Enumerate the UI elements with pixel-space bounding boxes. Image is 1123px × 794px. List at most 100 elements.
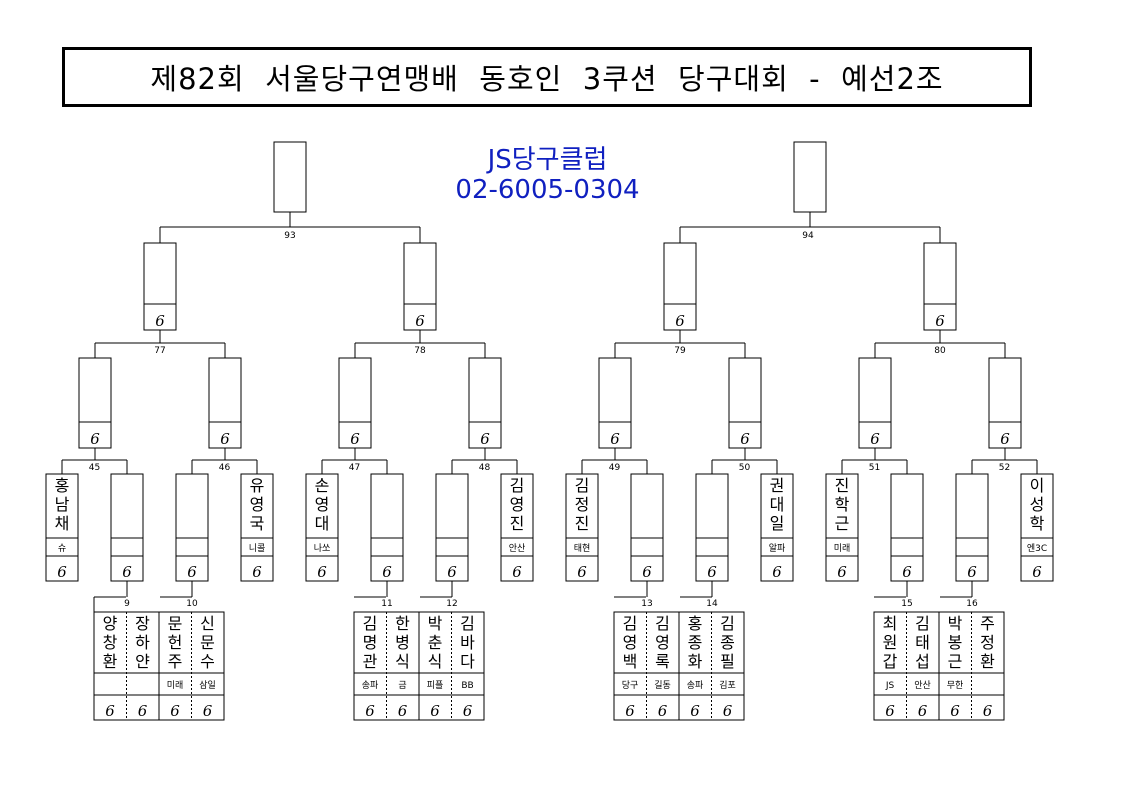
player-name-char: 대	[315, 514, 330, 533]
score-mark: 6	[658, 702, 668, 720]
score-mark: 6	[203, 702, 213, 720]
score-mark: 6	[707, 563, 717, 581]
match-number: 51	[869, 463, 880, 473]
player-name-char: 주	[168, 652, 183, 671]
player-name-char: 영	[510, 495, 525, 514]
player-name-char: 영	[315, 495, 330, 514]
score-mark: 6	[690, 702, 700, 720]
player-name-char: 정	[575, 495, 590, 514]
player-name-char: 화	[688, 652, 703, 671]
player-name-char: 대	[770, 495, 785, 514]
player-name-char: 김	[575, 476, 590, 495]
player-name-char: 김	[363, 614, 378, 633]
player-name-char: 박	[428, 614, 443, 633]
player-name-char: 창	[103, 633, 118, 652]
player-box	[825, 473, 859, 582]
score-mark: 6	[935, 312, 945, 330]
match-number: 47	[349, 463, 360, 473]
player-name-char: 이	[1030, 476, 1045, 495]
score-mark: 6	[837, 563, 847, 581]
player-name-char: 명	[363, 633, 378, 652]
player-box	[890, 473, 924, 582]
player-name-char: 문	[200, 633, 215, 652]
quarter-box	[858, 357, 892, 449]
match-number: 16	[966, 599, 978, 609]
player-name-char: 김	[915, 614, 930, 633]
player-box	[500, 473, 534, 582]
score-mark: 6	[398, 702, 408, 720]
player-name-char: 영	[655, 633, 670, 652]
player-name-char: 채	[55, 514, 70, 533]
player-name-char: 문	[168, 614, 183, 633]
match-number: 12	[446, 599, 457, 609]
player-box	[1020, 473, 1054, 582]
player-club: 김포	[719, 679, 736, 691]
score-mark: 6	[950, 702, 960, 720]
final-box	[793, 141, 827, 213]
score-mark: 6	[317, 563, 327, 581]
player-club: 삼일	[199, 680, 216, 691]
match-number: 45	[89, 463, 100, 473]
player-name-char: 백	[623, 652, 638, 671]
player-name-char: 영	[623, 633, 638, 652]
player-box	[565, 473, 599, 582]
player-name-char: 바	[460, 633, 475, 652]
score-mark: 6	[170, 702, 180, 720]
player-club: 안산	[914, 680, 931, 691]
player-name-char: 갑	[883, 652, 898, 671]
player-name-char: 신	[200, 614, 215, 633]
page-title: 제82회 서울당구연맹배 동호인 3쿠션 당구대회 - 예선2조	[150, 62, 944, 96]
player-name-char: 환	[103, 652, 118, 671]
player-name-char: 진	[510, 514, 525, 533]
score-mark: 6	[105, 702, 115, 720]
player-name-char: 권	[770, 476, 785, 495]
player-club: 피플	[427, 680, 444, 691]
match-number: 46	[219, 463, 231, 473]
player-club: 나쏘	[314, 543, 331, 554]
quarter-box	[78, 357, 112, 449]
score-mark: 6	[415, 312, 425, 330]
quarter-box	[728, 357, 762, 449]
player-box	[630, 473, 664, 582]
match-number: 50	[739, 463, 751, 473]
player-name-char: 장	[135, 614, 150, 633]
player-name-char: 진	[575, 514, 590, 533]
score-mark: 6	[967, 563, 977, 581]
quarter-box	[208, 357, 242, 449]
player-name-char: 진	[835, 476, 850, 495]
match-number: 94	[802, 231, 814, 241]
player-name-char: 남	[55, 495, 70, 514]
player-name-char: 태	[915, 633, 930, 652]
player-name-char: 근	[948, 652, 963, 671]
score-mark: 6	[885, 702, 895, 720]
player-name-char: 양	[103, 614, 118, 633]
score-mark: 6	[57, 563, 67, 581]
player-name-char: 환	[980, 652, 995, 671]
match-number: 15	[901, 599, 912, 609]
score-mark: 6	[723, 702, 733, 720]
player-name-char: 주	[980, 614, 995, 633]
match-number: 48	[479, 463, 491, 473]
player-club: 금	[398, 680, 406, 691]
score-mark: 6	[870, 430, 880, 448]
score-mark: 6	[430, 702, 440, 720]
player-name-char: 섭	[915, 652, 930, 671]
player-club: 태현	[574, 543, 591, 554]
player-name-char: 유	[250, 476, 265, 495]
score-mark: 6	[220, 430, 230, 448]
semi-box	[403, 242, 437, 331]
score-mark: 6	[1032, 563, 1042, 581]
score-mark: 6	[918, 702, 928, 720]
player-name-char: 관	[363, 652, 378, 671]
player-name-char: 춘	[428, 633, 443, 652]
score-mark: 6	[187, 563, 197, 581]
score-mark: 6	[463, 702, 473, 720]
score-mark: 6	[512, 563, 522, 581]
score-mark: 6	[983, 702, 993, 720]
match-number: 77	[154, 346, 165, 356]
player-name-char: 하	[135, 633, 150, 652]
player-club: 미래	[834, 543, 851, 554]
player-name-char: 일	[770, 514, 785, 533]
player-name-char: 최	[883, 614, 898, 633]
